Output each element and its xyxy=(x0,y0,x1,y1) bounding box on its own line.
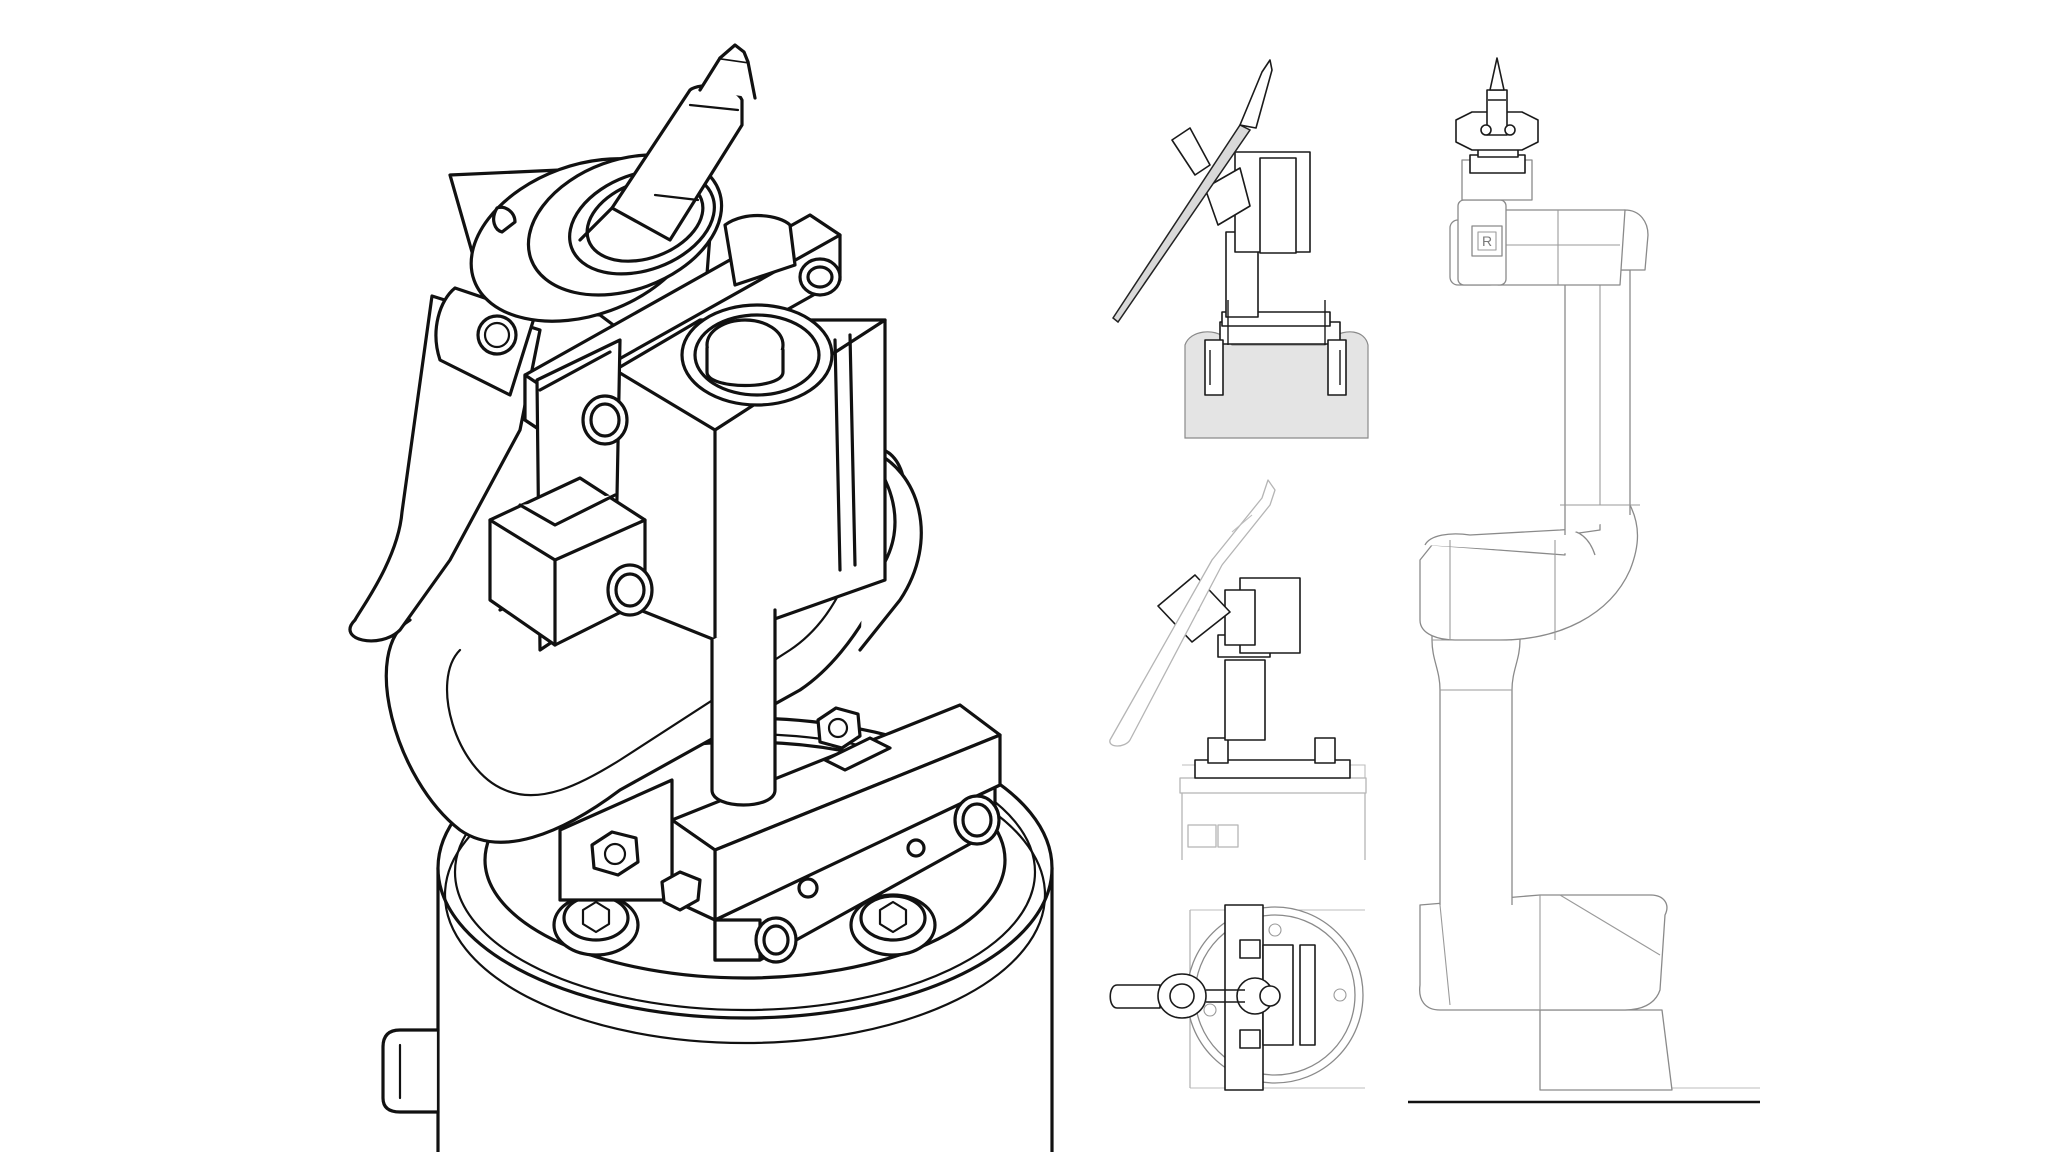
brand-logo-label: R xyxy=(1482,233,1492,249)
isometric-view xyxy=(348,43,1054,1152)
side-clamp-bracket xyxy=(488,338,654,652)
top-view xyxy=(1109,904,1365,1091)
hex-nuts xyxy=(590,706,862,912)
brand-logo xyxy=(1471,225,1503,257)
robot-arm-view: R xyxy=(1408,57,1760,1104)
pen-holder-block xyxy=(613,303,887,807)
pen xyxy=(578,43,757,242)
side-view xyxy=(1111,59,1369,439)
flange-screws xyxy=(552,893,937,957)
front-view xyxy=(1109,479,1367,860)
